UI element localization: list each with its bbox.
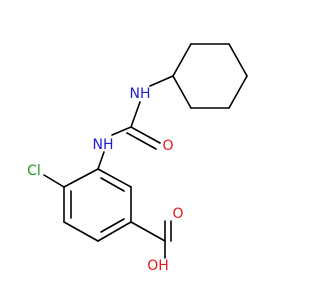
bonds [43,43,248,259]
bond-cy1-cy2 [172,43,192,77]
molecule-svg: NH NH O Cl O OH [27,43,248,274]
atom-nh-mid: NH [93,137,114,153]
bond-nh-mid-ar1 [97,151,105,170]
bond-ar-inner-3 [100,177,125,192]
bond-nh-top-c-urea [130,101,141,128]
bond-ar6-ar1 [97,168,132,188]
bond-ar2-cl [43,174,65,188]
bond-c-urea-nh-mid [111,126,132,136]
atom-cl: Cl [27,163,41,179]
bond-ar1-ar2 [63,168,99,188]
atom-o-acid: O [172,206,183,222]
atom-nh-top: NH [130,86,151,102]
bond-ar-inner-2 [100,218,125,233]
bond-ar4-ar5 [97,221,132,242]
bond-c-urea-o [130,126,161,144]
molecule-diagram: NH NH O Cl O OH [27,43,248,274]
bond-ar5-c-acid [130,221,166,242]
atom-labels: NH NH O Cl O OH [27,86,183,274]
bond-cy6-cy1 [172,75,192,109]
bond-c-urea-o-double [126,132,157,150]
bond-cy4-cy5 [228,75,248,109]
bond-nh-top-cy1 [149,75,174,87]
atom-oh-acid: OH [147,258,169,274]
bond-ar3-ar4 [63,221,99,242]
bond-cy3-cy4 [228,43,248,77]
atom-o-urea: O [162,138,173,154]
